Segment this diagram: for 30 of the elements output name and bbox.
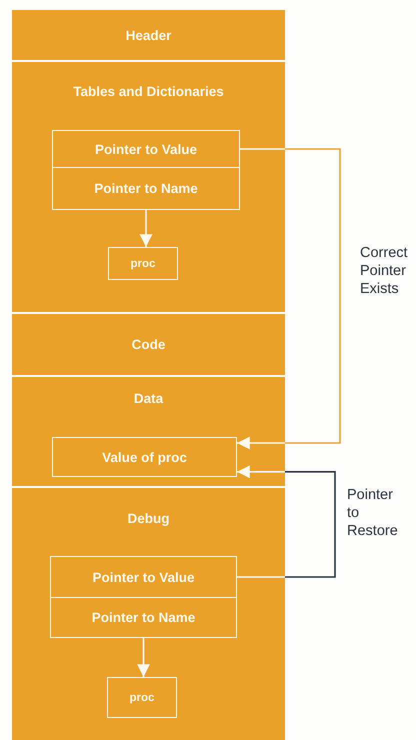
edge-label: Pointer to Restore [347, 486, 399, 540]
record-box [52, 130, 240, 168]
field-label: proc [130, 258, 156, 270]
field-label: Pointer to Value [92, 570, 195, 584]
field-label: Pointer to Name [92, 610, 196, 625]
section-title: Code [132, 337, 166, 352]
memory-section [12, 377, 285, 486]
arrow [237, 465, 336, 578]
arrow [137, 638, 150, 677]
memory-section [12, 62, 285, 312]
record-box [52, 437, 237, 477]
record-box [50, 556, 237, 598]
section-title: Data [134, 391, 164, 406]
section-title: Header [126, 28, 172, 42]
field-label: Pointer to Name [94, 181, 198, 196]
record-box [107, 677, 177, 718]
field-label: proc [130, 692, 154, 704]
memory-section [12, 488, 285, 740]
field-label: Value of proc [102, 450, 187, 464]
field-label: Pointer to Value [94, 142, 198, 156]
record-box [108, 247, 178, 280]
record-box [52, 168, 240, 210]
section-title: Debug [128, 511, 170, 526]
record-box [50, 598, 237, 638]
arrow [140, 210, 152, 247]
memory-section [12, 10, 285, 60]
section-title: Tables and Dictionaries [73, 84, 224, 99]
memory-section [12, 314, 285, 375]
edge-label: Correct Pointer Exists [360, 244, 409, 298]
arrow [237, 148, 341, 450]
